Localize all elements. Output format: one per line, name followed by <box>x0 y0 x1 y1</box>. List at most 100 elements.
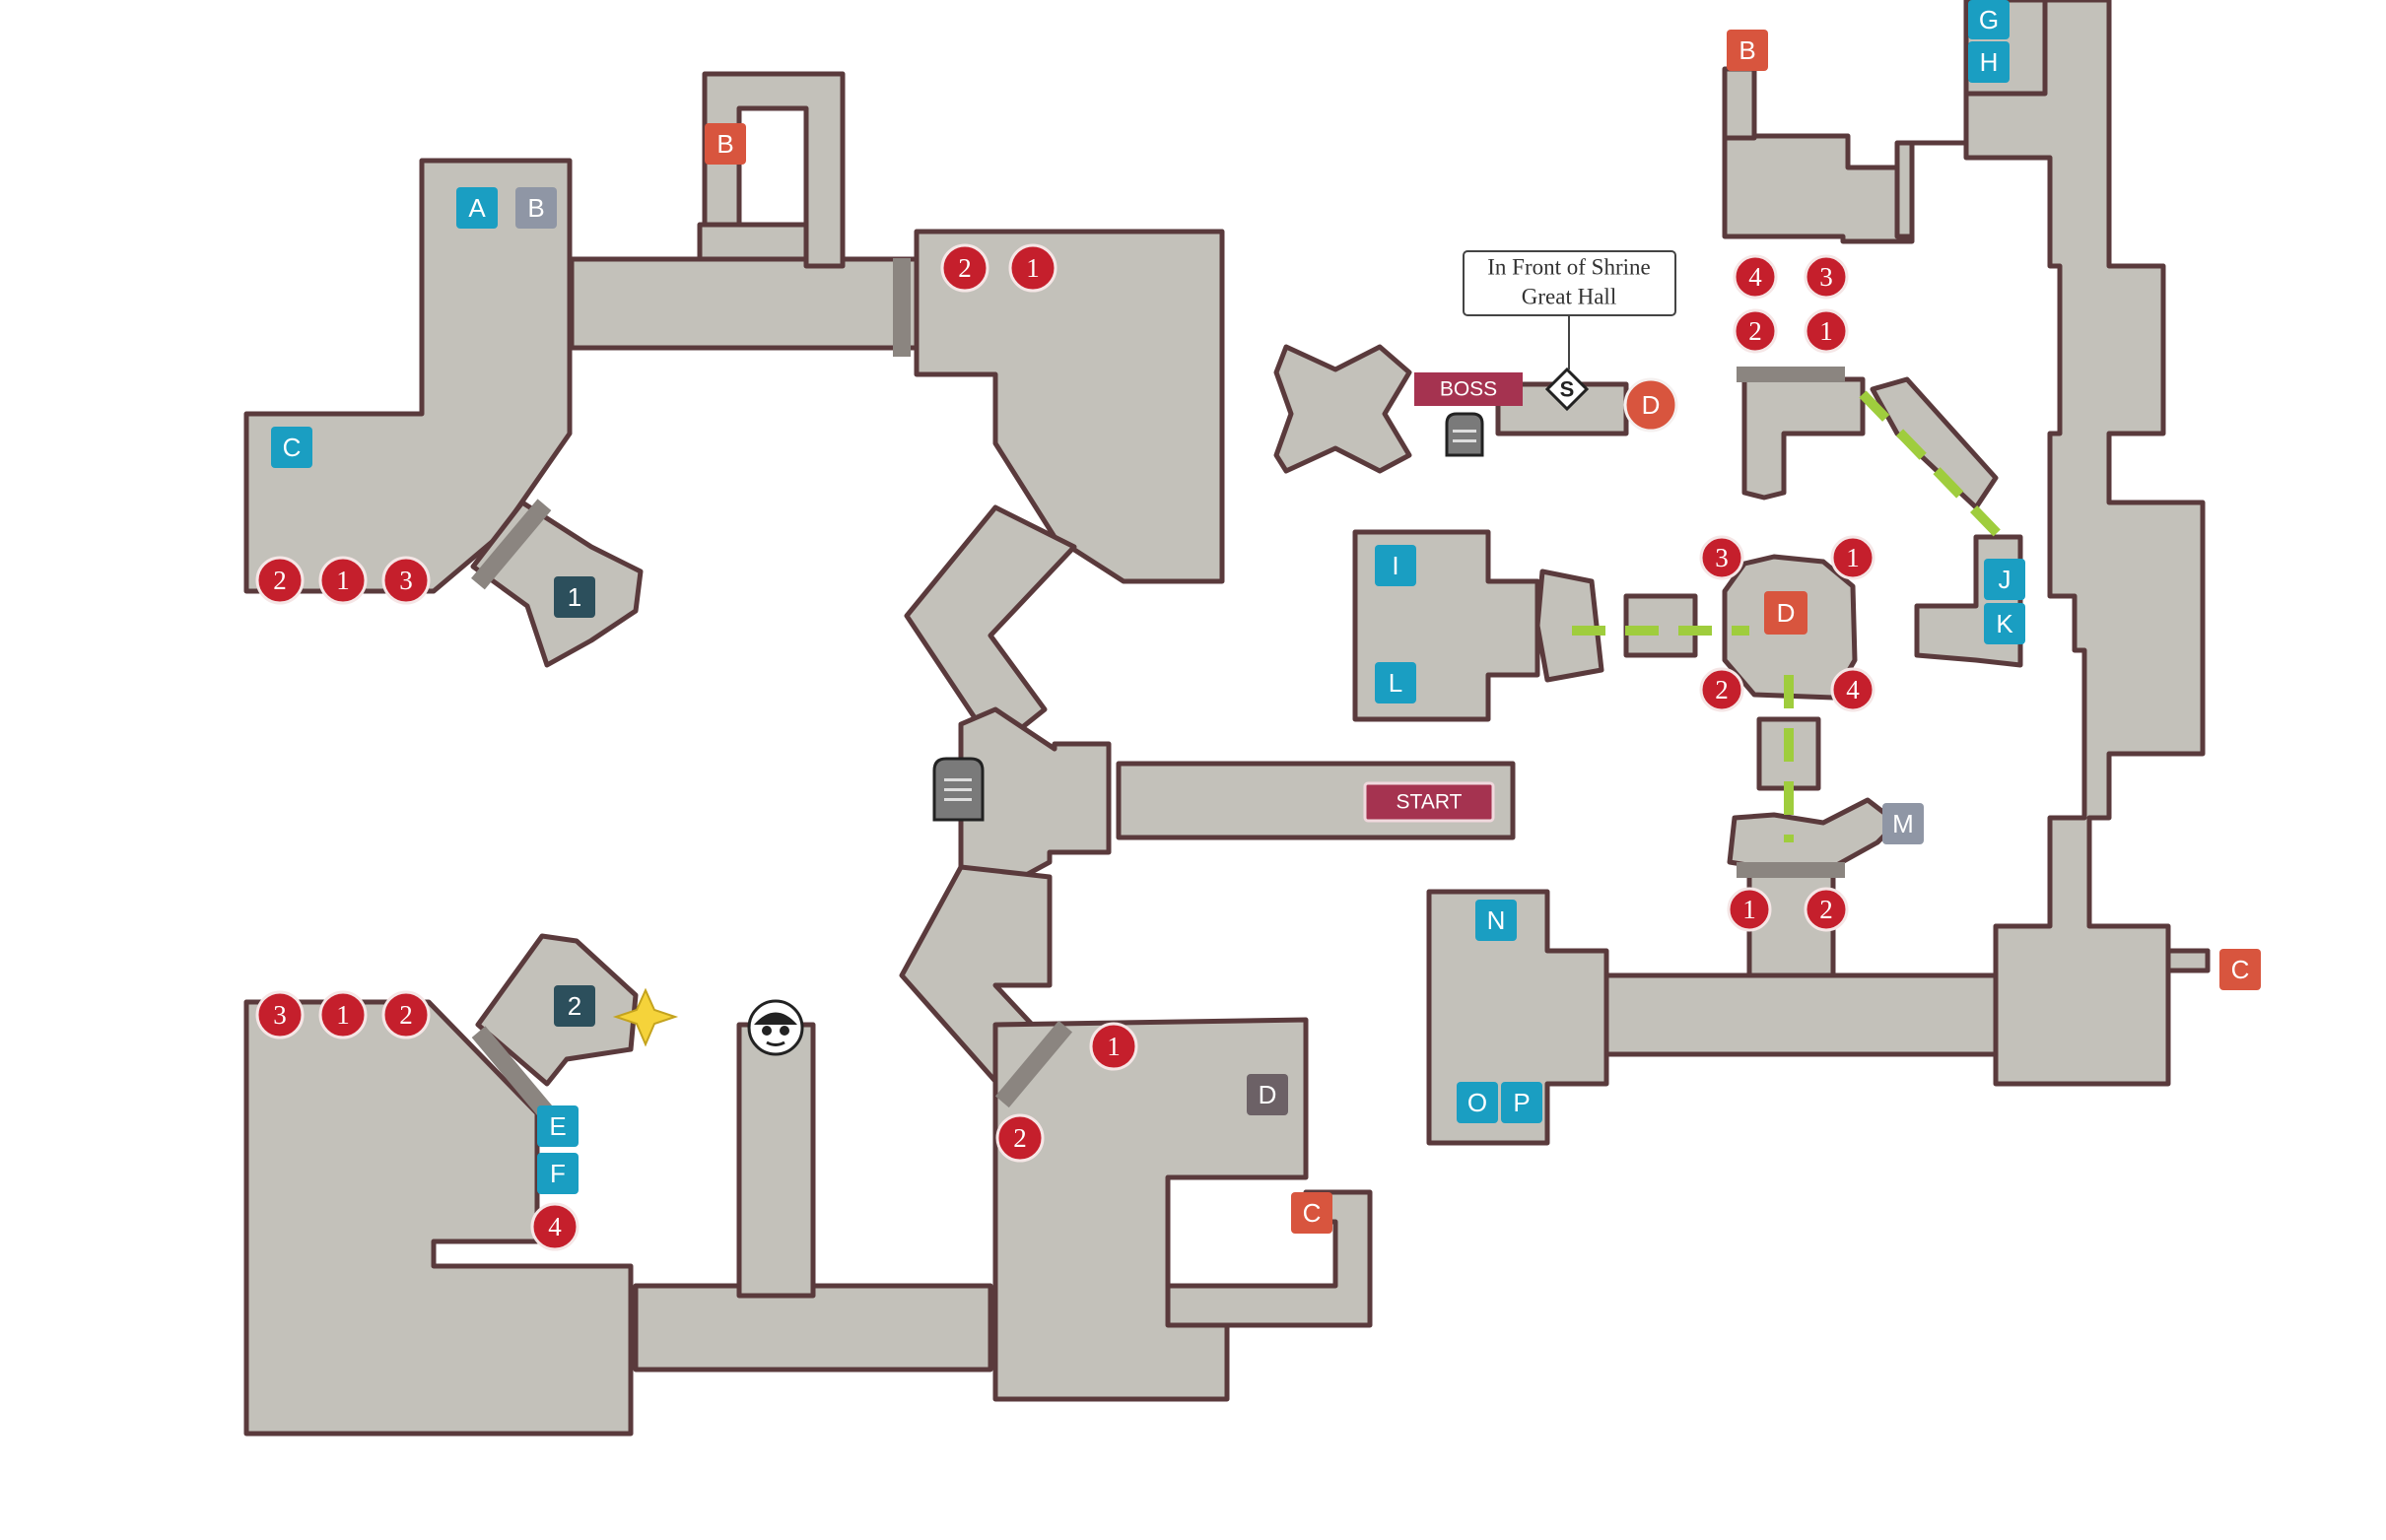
chest-2[interactable]: 2 <box>554 985 595 1027</box>
enemy-marker[interactable]: 3 <box>1699 535 1744 580</box>
enemy-marker[interactable]: 2 <box>1733 308 1778 354</box>
door-north <box>893 258 911 357</box>
room-central-junction <box>958 706 1112 895</box>
waypoint-j[interactable]: J <box>1984 559 2025 600</box>
svg-text:2: 2 <box>1748 316 1762 346</box>
svg-text:1: 1 <box>336 566 350 595</box>
east-doors <box>1737 367 1845 878</box>
waypoint-n[interactable]: N <box>1475 900 1517 941</box>
west-doors <box>471 258 1073 1117</box>
svg-text:2: 2 <box>1715 675 1729 704</box>
locked-d[interactable]: D <box>1247 1074 1288 1115</box>
room-boss-arena <box>1273 344 1412 474</box>
svg-text:2: 2 <box>568 991 581 1021</box>
boss-label: BOSS <box>1440 378 1497 401</box>
start-banner[interactable]: START <box>1363 781 1495 823</box>
enemy-marker[interactable]: 1 <box>318 990 368 1039</box>
enemy-marker[interactable]: 2 <box>381 990 431 1039</box>
enemy-marker[interactable]: 2 <box>255 556 305 605</box>
svg-text:C: C <box>283 433 302 462</box>
svg-text:J: J <box>1999 565 2011 594</box>
shrine-icon[interactable]: S <box>1544 367 1590 412</box>
enemy-marker[interactable]: 4 <box>530 1202 579 1251</box>
svg-text:F: F <box>550 1159 566 1188</box>
svg-text:H: H <box>1980 47 1999 77</box>
svg-text:1: 1 <box>1846 543 1860 572</box>
start-label: START <box>1397 791 1463 814</box>
tombstone-icon[interactable] <box>932 757 985 822</box>
exit-b-east[interactable]: B <box>1727 30 1768 71</box>
svg-text:1: 1 <box>1742 895 1756 924</box>
enemy-marker[interactable]: 2 <box>995 1113 1045 1163</box>
exit-d-boss[interactable]: D <box>1623 377 1678 433</box>
waypoint-g[interactable]: G <box>1968 0 2010 39</box>
waypoint-o[interactable]: O <box>1457 1082 1498 1123</box>
enemy-marker[interactable]: 1 <box>1804 308 1849 354</box>
svg-text:C: C <box>2231 955 2250 984</box>
svg-text:S: S <box>1560 377 1575 402</box>
enemy-marker[interactable]: 1 <box>1727 887 1772 932</box>
enemy-marker[interactable]: 3 <box>381 556 431 605</box>
waypoint-c[interactable]: C <box>271 427 312 468</box>
svg-text:P: P <box>1513 1088 1530 1117</box>
door-south <box>994 1020 1073 1108</box>
enemy-marker[interactable]: 1 <box>1008 243 1057 293</box>
waypoint-i[interactable]: I <box>1375 545 1416 586</box>
svg-text:3: 3 <box>1819 262 1833 292</box>
exit-c-east[interactable]: C <box>2219 949 2261 990</box>
corridor-ne-b <box>1722 66 1757 141</box>
exit-b[interactable]: B <box>705 123 746 165</box>
svg-text:D: D <box>1259 1080 1277 1109</box>
enemy-marker[interactable]: 4 <box>1733 254 1778 300</box>
waypoint-f[interactable]: F <box>537 1153 579 1194</box>
svg-text:G: G <box>1979 5 1999 34</box>
enemy-marker[interactable]: 3 <box>1804 254 1849 300</box>
enemy-marker[interactable]: 4 <box>1830 667 1875 712</box>
svg-text:1: 1 <box>336 1000 350 1030</box>
sparkle-icon[interactable] <box>612 987 679 1047</box>
enemy-marker[interactable]: 2 <box>1699 667 1744 712</box>
svg-text:1: 1 <box>568 582 581 612</box>
svg-text:B: B <box>1738 35 1755 65</box>
enemy-marker[interactable]: 1 <box>318 556 368 605</box>
chest-1[interactable]: 1 <box>554 576 595 618</box>
corridor-east-south <box>1603 972 1999 1057</box>
room-nw-l-shape <box>243 158 573 594</box>
waypoint-h[interactable]: H <box>1968 41 2010 83</box>
svg-text:K: K <box>1996 609 2013 638</box>
svg-text:2: 2 <box>399 1000 413 1030</box>
svg-text:2: 2 <box>273 566 287 595</box>
enemy-marker[interactable]: 1 <box>1089 1022 1138 1071</box>
boss-banner[interactable]: BOSS <box>1414 372 1523 406</box>
dashed-paths <box>1572 390 2010 842</box>
tombstone-icon[interactable] <box>1445 412 1484 457</box>
corridor-south-c-hook <box>1165 1189 1373 1328</box>
waypoint-e[interactable]: E <box>537 1105 579 1147</box>
waypoint-a[interactable]: A <box>456 187 498 229</box>
waypoint-l[interactable]: L <box>1375 662 1416 703</box>
enemy-marker[interactable]: 2 <box>1804 887 1849 932</box>
door-sw <box>471 1026 552 1117</box>
waypoint-p[interactable]: P <box>1501 1082 1542 1123</box>
npc-face-icon[interactable] <box>747 999 804 1056</box>
waypoint-b[interactable]: B <box>515 187 557 229</box>
svg-text:3: 3 <box>1715 543 1729 572</box>
enemy-markers: 2 1 3 2 1 3 1 2 4 1 2 4 3 2 1 3 1 2 4 1 … <box>255 243 1875 1251</box>
exit-c-south[interactable]: C <box>1291 1192 1332 1234</box>
waypoint-m[interactable]: M <box>1882 803 1924 844</box>
door-ne <box>1737 367 1845 382</box>
room-nop <box>1426 889 1609 1146</box>
room-jk <box>1914 534 2023 668</box>
exit-d-hub[interactable]: D <box>1764 591 1807 635</box>
room-ne-lower <box>1741 376 1866 501</box>
enemy-marker[interactable]: 3 <box>255 990 305 1039</box>
svg-text:4: 4 <box>1846 675 1860 704</box>
corridor-north-b-hook <box>702 71 846 269</box>
svg-text:N: N <box>1487 905 1506 935</box>
waypoint-k[interactable]: K <box>1984 603 2025 644</box>
svg-text:2: 2 <box>1819 895 1833 924</box>
room-sw-large <box>243 999 634 1437</box>
enemy-marker[interactable]: 1 <box>1830 535 1875 580</box>
enemy-marker[interactable]: 2 <box>940 243 989 293</box>
